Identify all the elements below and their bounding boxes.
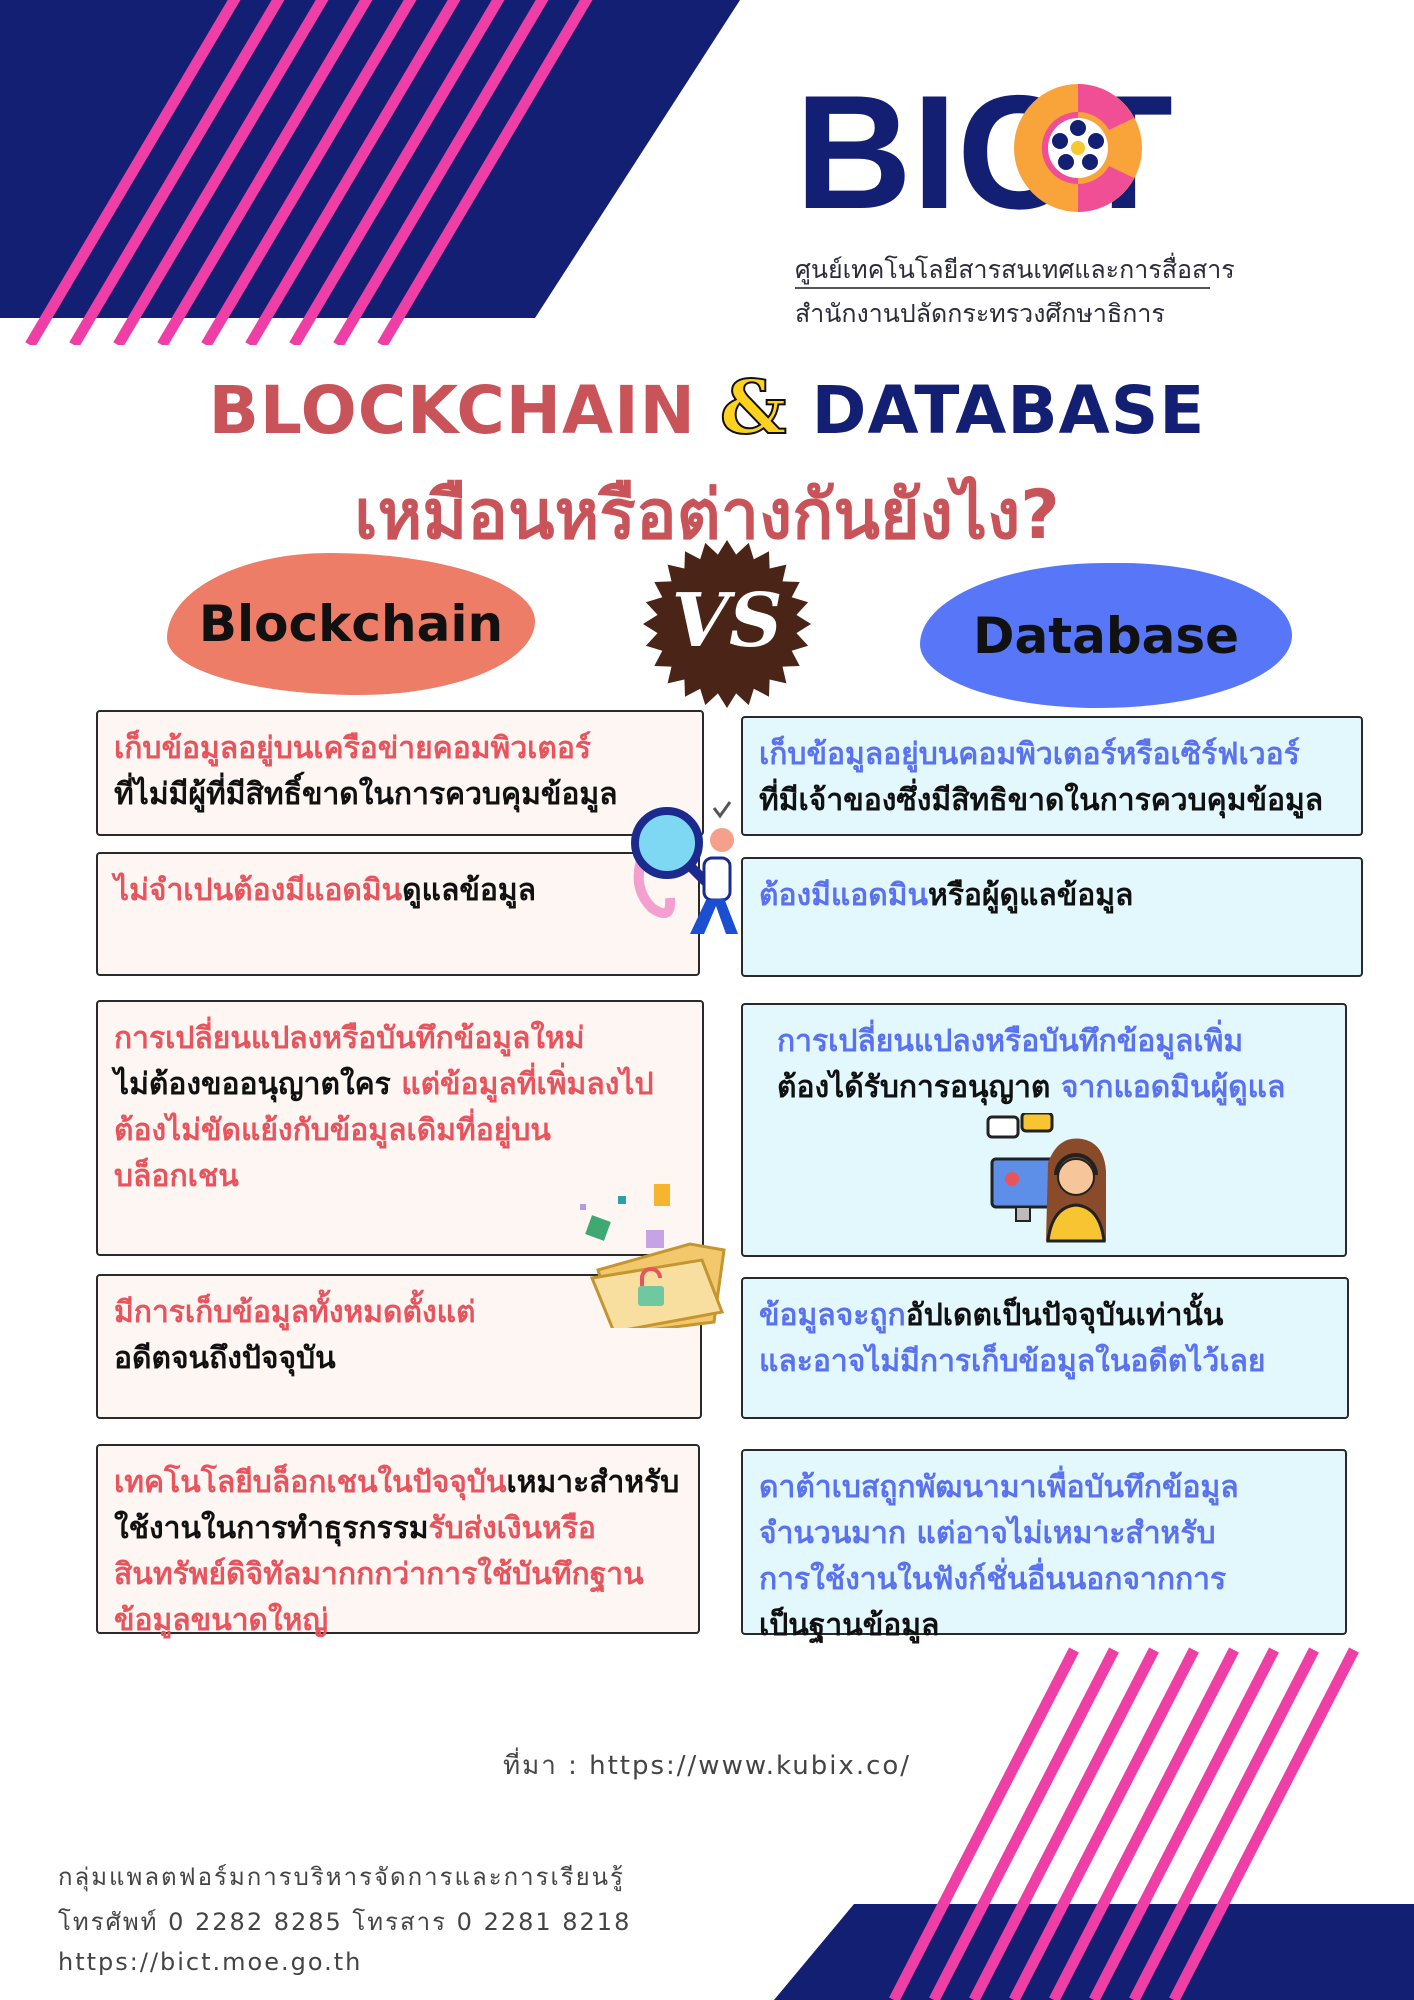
card-text: ดาต้าเบสถูกพัฒนามาเพื่อบันทึกข้อมูลจำนวน… — [759, 1470, 1239, 1643]
card-text-run: ไม่ต้องขออนุญาตใคร — [114, 1067, 402, 1102]
card-text: เก็บข้อมูลอยู่บนเครือข่ายคอมพิวเตอร์ที่ไ… — [114, 731, 618, 812]
database-card-1: เก็บข้อมูลอยู่บนคอมพิวเตอร์หรือเซิร์ฟเวอ… — [741, 716, 1363, 836]
open-folder-illustration — [580, 1184, 726, 1328]
subtitle-thai: เหมือนหรือต่างกันยังไง? — [354, 476, 1060, 555]
main-title: BLOCKCHAIN & DATABASE — [0, 364, 1414, 452]
card-text-run: และอาจไม่มีการเก็บข้อมูลในอดีตไว้เลย — [759, 1344, 1266, 1379]
top-left-decoration — [0, 0, 740, 345]
logo-subtitle-2: สำนักงานปลัดกระทรวงศึกษาธิการ — [795, 299, 1165, 328]
database-label: Database — [972, 606, 1240, 665]
bict-logo: BICT — [795, 62, 1173, 243]
decor-stripe — [245, 0, 461, 345]
card-text-run: เก็บข้อมูลอยู่บนคอมพิวเตอร์หรือเซิร์ฟเวอ… — [759, 737, 1300, 772]
blockchain-label: Blockchain — [198, 595, 504, 653]
decor-stripe — [69, 0, 285, 345]
blockchain-label-blob: Blockchain — [167, 553, 535, 695]
blockchain-card-3: การเปลี่ยนแปลงหรือบันทึกข้อมูลใหม่ไม่ต้อ… — [96, 1000, 704, 1256]
card-text-run: ที่ไม่มีผู้ที่มีสิทธิ์ขาดในการควบคุมข้อม… — [114, 777, 618, 812]
bottom-right-decoration — [774, 1647, 1414, 2000]
card-text-run: แต่ข้อมูลที่เพิ่มลงไป — [401, 1067, 654, 1102]
card-text-run: ต้องมีแอดมิน — [759, 878, 929, 913]
database-card-4: ข้อมูลจะถูกอัปเดตเป็นปัจจุบันเท่านั้นและ… — [741, 1277, 1349, 1419]
card-text-run: อัปเดตเป็นปัจจุบันเท่านั้น — [905, 1298, 1224, 1333]
card-text-run: อดีตจนถึงปัจจุบัน — [114, 1341, 336, 1376]
title-blockchain: BLOCKCHAIN — [208, 372, 696, 449]
decor-stripe — [969, 1647, 1159, 2000]
card-text: ข้อมูลจะถูกอัปเดตเป็นปัจจุบันเท่านั้นและ… — [759, 1298, 1265, 1379]
card-text-run: ข้อมูลขนาดใหญ่ — [114, 1603, 329, 1638]
card-text-run: หรือผู้ดูแลข้อมูล — [928, 878, 1134, 913]
blockchain-card-2: ไม่จำเปนต้องมีแอดมินดูแลข้อมูล — [96, 852, 700, 976]
decor-stripe — [377, 0, 593, 345]
decor-stripe — [157, 0, 373, 345]
title-ampersand: & — [719, 364, 788, 452]
card-text-run: ดาต้าเบสถูกพัฒนามาเพื่อบันทึกข้อมูล — [759, 1470, 1239, 1505]
card-text-run: ไม่จำเปนต้องมีแอดมิน — [114, 873, 403, 908]
card-text: เทคโนโลยีบล็อกเชนในปัจจุบันเหมาะสำหรับใช… — [114, 1465, 679, 1638]
decor-stripe — [1049, 1647, 1239, 2000]
decor-stripe — [333, 0, 549, 345]
decor-stripe — [929, 1647, 1119, 2000]
card-text: การเปลี่ยนแปลงหรือบันทึกข้อมูลเพิ่มต้องไ… — [777, 1024, 1285, 1105]
blockchain-card-5: เทคโนโลยีบล็อกเชนในปัจจุบันเหมาะสำหรับใช… — [96, 1444, 700, 1638]
decor-stripe — [1169, 1647, 1359, 2000]
card-text: ไม่จำเปนต้องมีแอดมินดูแลข้อมูล — [114, 873, 536, 908]
vs-starburst-badge: VS — [643, 540, 811, 708]
decor-stripe — [113, 0, 329, 345]
card-text-run: ดูแลข้อมูล — [402, 873, 537, 908]
card-text-run: เทคโนโลยีบล็อกเชนในปัจจุบัน — [114, 1465, 507, 1500]
card-text: การเปลี่ยนแปลงหรือบันทึกข้อมูลใหม่ไม่ต้อ… — [114, 1021, 653, 1194]
card-text-run: รับส่งเงินหรือ — [428, 1511, 596, 1546]
card-text-run: มีการเก็บข้อมูลทั้งหมดตั้งแต่ — [114, 1295, 476, 1330]
card-text: มีการเก็บข้อมูลทั้งหมดตั้งแต่อดีตจนถึงปั… — [114, 1295, 475, 1376]
card-text: เก็บข้อมูลอยู่บนคอมพิวเตอร์หรือเซิร์ฟเวอ… — [759, 737, 1323, 818]
blockchain-card-1: เก็บข้อมูลอยู่บนเครือข่ายคอมพิวเตอร์ที่ไ… — [96, 710, 704, 836]
card-text-run: ต้องได้รับการอนุญาต — [777, 1070, 1061, 1105]
title-database: DATABASE — [811, 372, 1206, 449]
database-card-5: ดาต้าเบสถูกพัฒนามาเพื่อบันทึกข้อมูลจำนวน… — [741, 1449, 1347, 1643]
card-text-run: ที่มีเจ้าของซึ่งมีสิทธิขาดในการควบคุมข้อ… — [759, 783, 1324, 818]
source-credit: ที่มา : https://www.kubix.co/ — [502, 1751, 912, 1781]
logo-subtitle-1: ศูนย์เทคโนโลยีสารสนเทศและการสื่อสาร — [795, 255, 1235, 284]
support-agent-illustration — [986, 1113, 1106, 1243]
database-card-2: ต้องมีแอดมินหรือผู้ดูแลข้อมูล — [741, 857, 1363, 977]
vs-label: VS — [672, 578, 783, 664]
card-text-run: การใช้งานในฟังก์ชั่นอื่นนอกจากการ — [759, 1562, 1227, 1597]
card-text-run: การเปลี่ยนแปลงหรือบันทึกข้อมูลเพิ่ม — [777, 1024, 1244, 1059]
card-text-run: เหมาะสำหรับ — [506, 1465, 680, 1500]
footer-department: กลุ่มแพลตฟอร์มการบริหารจัดการและการเรียน… — [58, 1863, 625, 1891]
decor-stripe — [889, 1647, 1079, 2000]
footer-contact: โทรศัพท์ 0 2282 8285 โทรสาร 0 2281 8218 — [58, 1908, 632, 1936]
card-text-run: ข้อมูลจะถูก — [759, 1298, 906, 1333]
card-text-run: ต้องไม่ขัดแย้งกับข้อมูลเดิมที่อยู่บน — [114, 1113, 551, 1148]
card-text-run: การเปลี่ยนแปลงหรือบันทึกข้อมูลใหม่ — [114, 1021, 585, 1056]
card-text-run: เก็บข้อมูลอยู่บนเครือข่ายคอมพิวเตอร์ — [114, 731, 592, 766]
decor-stripe — [1009, 1647, 1199, 2000]
card-text-run: จากแอดมินผู้ดูแล — [1060, 1070, 1286, 1105]
card-text-run: บล็อกเชน — [114, 1159, 239, 1194]
decor-stripe — [25, 0, 241, 345]
card-text-run: ใช้งานในการทำธุรกรรม — [114, 1511, 429, 1546]
logo-divider — [795, 287, 1210, 289]
database-label-blob: Database — [920, 563, 1292, 708]
magnifier-person-illustration — [631, 801, 738, 934]
decor-stripe — [1129, 1647, 1319, 2000]
card-text-run: สินทรัพย์ดิจิทัลมากกกว่าการใช้บันทึกฐาน — [114, 1557, 644, 1592]
decor-stripe — [201, 0, 417, 345]
card-text: ต้องมีแอดมินหรือผู้ดูแลข้อมูล — [759, 878, 1133, 913]
decor-stripe — [1089, 1647, 1279, 2000]
card-text-run: เป็นฐานข้อมูล — [759, 1608, 940, 1643]
card-text-run: จำนวนมาก แต่อาจไม่เหมาะสำหรับ — [759, 1516, 1216, 1551]
footer-website[interactable]: https://bict.moe.go.th — [58, 1948, 363, 1976]
decor-stripe — [289, 0, 505, 345]
